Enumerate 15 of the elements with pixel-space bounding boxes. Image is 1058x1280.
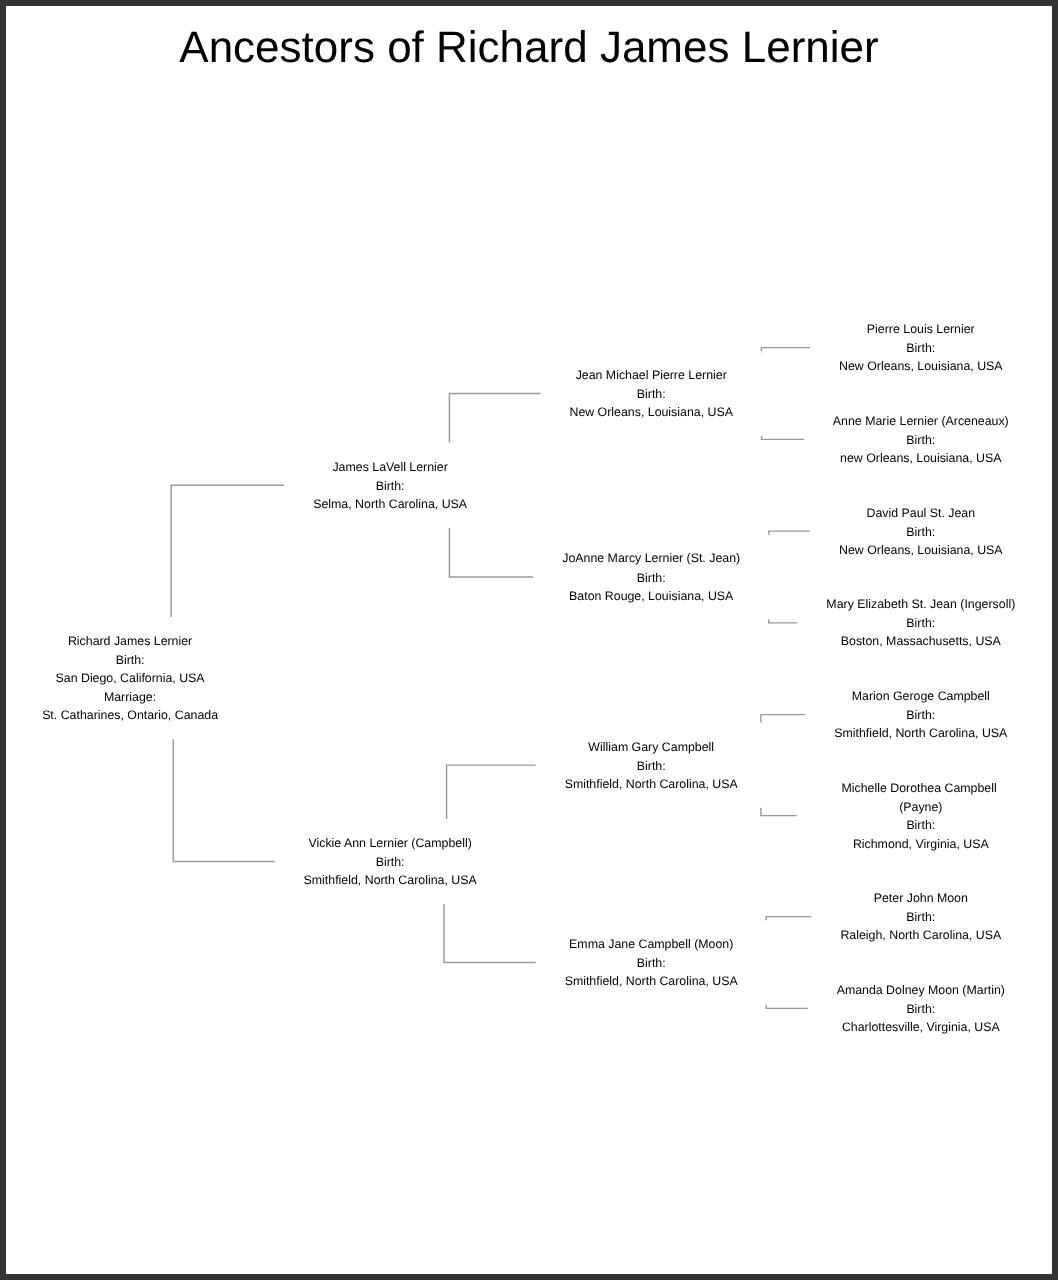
connector xyxy=(765,1001,809,1010)
connector xyxy=(172,737,276,863)
connector xyxy=(760,806,798,817)
connector xyxy=(445,764,537,821)
connector xyxy=(760,713,807,724)
connector xyxy=(443,902,537,964)
connector xyxy=(170,484,286,619)
connector xyxy=(448,526,535,578)
connector xyxy=(767,617,799,624)
connector xyxy=(767,530,812,537)
connector xyxy=(448,392,542,444)
connector xyxy=(760,346,812,356)
connector xyxy=(760,431,806,441)
chart-title: Ancestors of Richard James Lernier xyxy=(179,22,879,74)
connector xyxy=(765,915,813,924)
